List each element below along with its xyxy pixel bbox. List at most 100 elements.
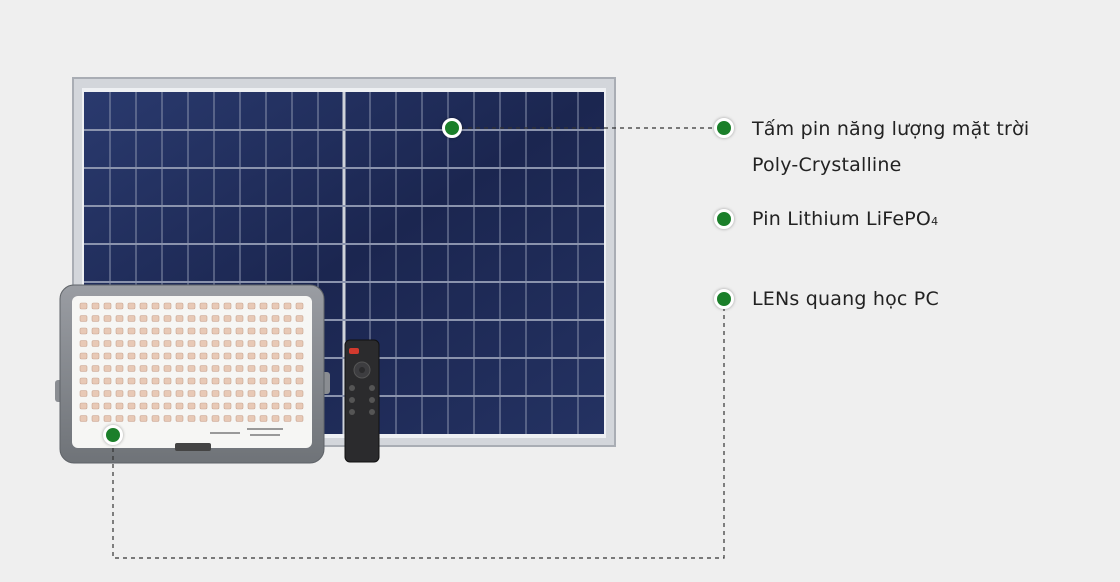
led-chip	[211, 352, 220, 360]
led-chip	[175, 402, 184, 410]
led-chip	[139, 365, 148, 372]
led-chip	[223, 402, 232, 410]
led-chip	[79, 415, 88, 422]
led-chip	[295, 415, 304, 422]
led-chip	[175, 315, 184, 322]
led-chip	[271, 390, 280, 397]
led-chip	[127, 365, 136, 372]
connector-lines	[112, 127, 725, 559]
callout-solar-panel-line1: Tấm pin năng lượng mặt trời	[752, 118, 1030, 140]
led-chip	[115, 402, 124, 410]
led-chip	[151, 315, 160, 322]
led-chip	[91, 415, 100, 422]
remote-control-image	[344, 339, 380, 463]
led-chip	[271, 415, 280, 422]
led-chip	[199, 390, 208, 397]
led-chip	[175, 302, 184, 310]
led-chip	[223, 302, 232, 310]
led-chip	[295, 390, 304, 397]
led-chip	[235, 327, 244, 335]
floodlight-image	[55, 284, 330, 464]
led-chip	[163, 352, 172, 360]
led-chip	[91, 327, 100, 335]
led-chip	[199, 352, 208, 360]
led-chip	[127, 402, 136, 410]
led-chip	[283, 415, 292, 422]
led-chip	[139, 402, 148, 410]
led-chip	[103, 315, 112, 322]
led-chip	[115, 365, 124, 372]
marker-dot-callout-2	[714, 209, 734, 229]
led-chip	[247, 315, 256, 322]
led-chip	[283, 327, 292, 335]
led-chip	[199, 365, 208, 372]
led-chip	[271, 327, 280, 335]
led-chip	[283, 402, 292, 410]
led-chip	[187, 377, 196, 385]
led-chip	[295, 402, 304, 410]
led-chip	[211, 415, 220, 422]
led-chip	[127, 352, 136, 360]
led-chip	[151, 377, 160, 385]
led-chip	[175, 365, 184, 372]
led-chip	[91, 377, 100, 385]
led-chip	[259, 352, 268, 360]
led-chip	[91, 340, 100, 347]
led-chip	[187, 415, 196, 422]
led-chip	[127, 340, 136, 347]
led-chip	[247, 340, 256, 347]
led-chip	[199, 377, 208, 385]
led-chip	[223, 365, 232, 372]
led-chip	[235, 365, 244, 372]
led-chip	[79, 327, 88, 335]
led-chip	[115, 377, 124, 385]
led-chip	[139, 390, 148, 397]
led-chip	[79, 315, 88, 322]
led-chip	[127, 302, 136, 310]
led-chip	[91, 402, 100, 410]
led-chip	[235, 352, 244, 360]
led-chip	[103, 390, 112, 397]
led-chip	[139, 302, 148, 310]
led-chip	[271, 315, 280, 322]
led-chip	[235, 315, 244, 322]
led-chip	[187, 402, 196, 410]
led-chip	[259, 377, 268, 385]
led-chip	[163, 327, 172, 335]
led-chip	[115, 315, 124, 322]
led-chip	[103, 365, 112, 372]
led-chip	[163, 365, 172, 372]
led-chip	[127, 377, 136, 385]
led-chip	[79, 390, 88, 397]
led-chip	[259, 365, 268, 372]
led-chip	[223, 415, 232, 422]
led-chip	[235, 390, 244, 397]
led-chip	[187, 365, 196, 372]
led-chip	[115, 352, 124, 360]
led-chip	[175, 377, 184, 385]
led-chip	[199, 302, 208, 310]
led-chip	[79, 352, 88, 360]
led-chip	[271, 340, 280, 347]
led-chip	[151, 340, 160, 347]
led-chip	[79, 402, 88, 410]
led-chip	[163, 415, 172, 422]
marker-dot-callout-3	[714, 289, 734, 309]
led-chip	[103, 340, 112, 347]
led-chip	[115, 390, 124, 397]
led-chip	[103, 377, 112, 385]
led-chip	[271, 365, 280, 372]
led-chip	[223, 352, 232, 360]
led-chip	[139, 327, 148, 335]
led-chip	[91, 352, 100, 360]
led-chip	[259, 402, 268, 410]
led-chip	[139, 340, 148, 347]
led-chip	[139, 352, 148, 360]
led-chip	[235, 340, 244, 347]
led-chip	[211, 402, 220, 410]
callout-solar-panel: Tấm pin năng lượng mặt trời Poly-Crystal…	[752, 111, 1029, 183]
led-chip	[295, 352, 304, 360]
led-chip	[283, 352, 292, 360]
led-chip	[175, 327, 184, 335]
